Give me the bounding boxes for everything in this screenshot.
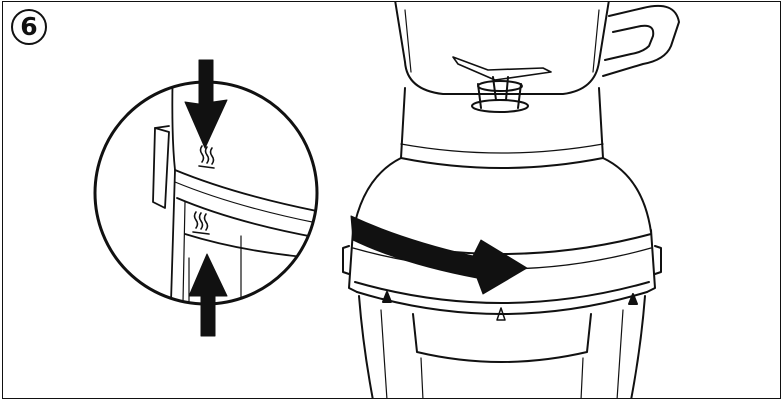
- step-number-badge: 6: [11, 9, 47, 45]
- rotate-arrow-icon: [350, 215, 528, 295]
- wavy-lock-symbol-icon: [192, 211, 210, 235]
- magnified-detail: [93, 59, 319, 337]
- wavy-lock-symbol-icon: [198, 145, 215, 169]
- arrow-up-icon: [188, 253, 228, 337]
- blender-jar: [394, 2, 680, 113]
- arrow-down-icon: [184, 59, 228, 149]
- blade-assembly: [452, 56, 552, 113]
- assembly-illustration: [93, 2, 680, 398]
